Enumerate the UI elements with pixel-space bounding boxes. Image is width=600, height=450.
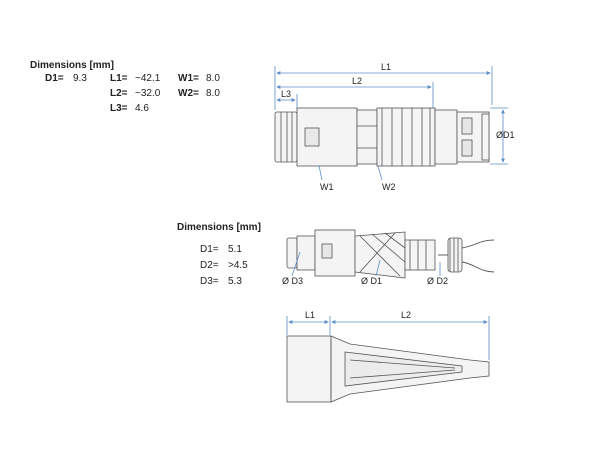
value-l2: ~32.0 [135,88,161,99]
value-d1: 9.3 [73,73,87,84]
value-w1: 8.0 [206,73,220,84]
sleeve-body [286,335,490,403]
value-w2: 8.0 [206,88,220,99]
label-l3: L3= [110,103,128,114]
label-w1: W1= [178,73,199,84]
label2-d2: D2= [200,260,219,271]
value-l3: 4.6 [135,103,149,114]
value2-d2: >4.5 [228,260,248,271]
connector-body-1 [274,107,490,167]
dim3-label-l1: L1 [305,310,315,320]
cable-wires [438,239,495,273]
label-w2: W2= [178,88,199,99]
dim-label-d2: Ø D2 [427,276,448,286]
label-l2: L2= [110,88,128,99]
dimensions-title-1: Dimensions [mm] [30,60,114,71]
value2-d3: 5.3 [228,276,242,287]
dim2-label-d1: Ø D1 [361,276,382,286]
label-d1: D1= [45,73,64,84]
dim-label-l3: L3 [281,89,291,99]
dimension-lines-3 [286,316,490,360]
dimensions-title-2: Dimensions [mm] [177,222,261,233]
label-l1: L1= [110,73,128,84]
connector-body-2 [286,229,463,279]
value2-d1: 5.1 [228,244,242,255]
dim-label-l1: L1 [381,62,391,72]
dim-label-w2: W2 [382,182,396,192]
dim-label-d3: Ø D3 [282,276,303,286]
dim-label-l2: L2 [352,76,362,86]
dim3-label-l2: L2 [401,310,411,320]
dim-label-d1: ØD1 [496,130,515,140]
dim-label-w1: W1 [320,182,334,192]
value-l1: ~42.1 [135,73,161,84]
label2-d3: D3= [200,276,219,287]
dimension-lines-2 [291,251,441,277]
label2-d1: D1= [200,244,219,255]
